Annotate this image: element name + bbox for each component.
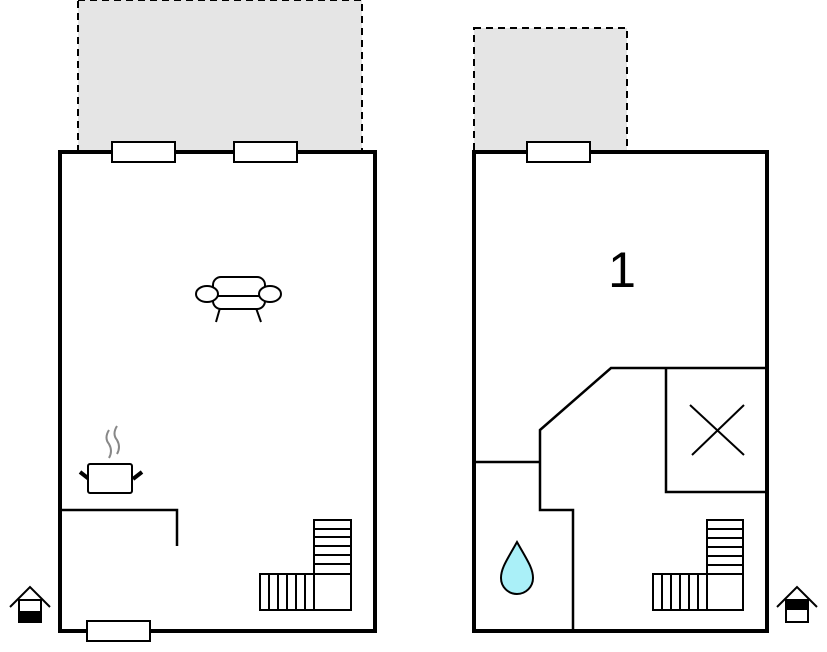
upper-floor-plan: 1	[472, 27, 818, 633]
ground-floor-plan	[9, 0, 377, 642]
bathroom-drop-icon	[499, 539, 535, 595]
entrance-icon	[776, 585, 818, 623]
cooking-pot-icon	[78, 425, 144, 494]
room-label: 1	[608, 242, 636, 298]
terrace-area	[77, 0, 363, 153]
terrace-area	[473, 27, 628, 153]
stairs-icon	[652, 519, 744, 611]
sofa-icon	[195, 276, 282, 323]
stairs-icon	[259, 519, 352, 611]
entrance-icon	[9, 585, 51, 623]
window	[111, 141, 176, 163]
window	[86, 620, 151, 642]
window	[526, 141, 591, 163]
kitchen-counter	[60, 508, 179, 546]
outer-wall	[58, 150, 377, 633]
window	[233, 141, 298, 163]
void-cross-icon	[689, 404, 745, 456]
interior-walls	[474, 366, 767, 631]
